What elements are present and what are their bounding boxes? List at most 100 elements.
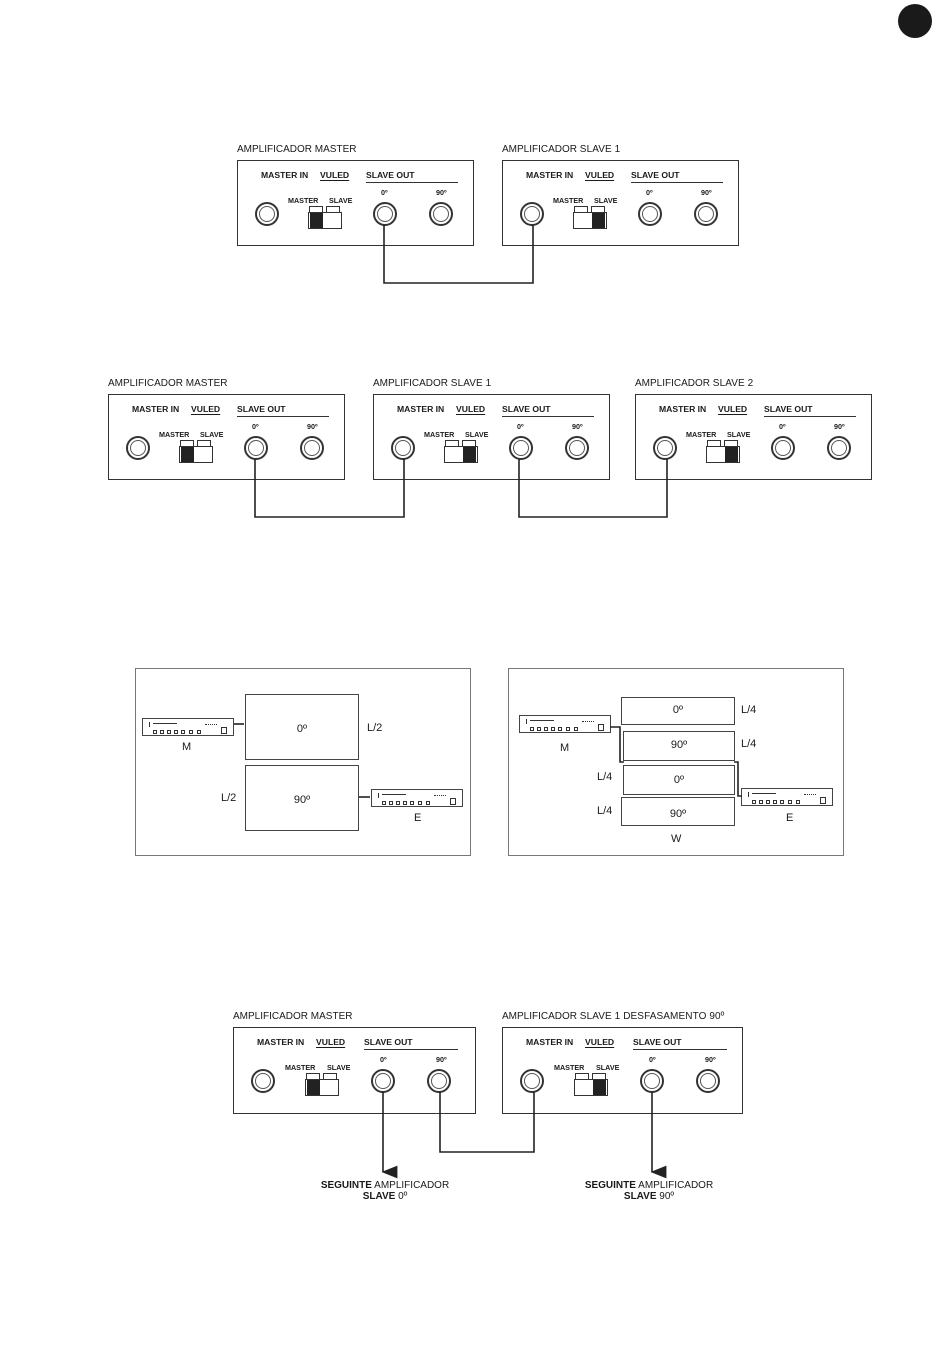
sw-slave-label: SLAVE [727, 430, 751, 439]
master-slave-switch[interactable] [305, 1079, 339, 1096]
slave1-phase-title: AMPLIFICADOR SLAVE 1 DESFASAMENTO 90º [502, 1011, 725, 1022]
master-in-jack[interactable] [251, 1069, 275, 1093]
vuled-label: VULED [718, 404, 748, 414]
master-in-jack[interactable] [653, 436, 677, 460]
next-amp-note-90: SEGUINTE AMPLIFICADOR SLAVE 90º [584, 1180, 714, 1202]
slave-out-90-jack[interactable] [694, 202, 718, 226]
master-in-label: MASTER IN [526, 170, 574, 180]
slave-out-label: SLAVE OUT [633, 1037, 682, 1047]
master-in-label: MASTER IN [526, 1037, 574, 1047]
length-label: L/4 [741, 704, 757, 716]
sw-master-label: MASTER [285, 1063, 316, 1072]
slave-out-90-jack[interactable] [827, 436, 851, 460]
master-in-label: MASTER IN [659, 404, 707, 414]
layout-right: 0º 90º 0º 90º L/4 L/4 L/4 L/4 M E W [508, 668, 844, 856]
master-in-jack[interactable] [520, 1069, 544, 1093]
amp-label-m: M [560, 742, 570, 754]
length-label: L/2 [221, 792, 237, 804]
slave-out-0-jack[interactable] [509, 436, 533, 460]
slave-out-label: SLAVE OUT [366, 170, 415, 180]
slave-out-label: SLAVE OUT [502, 404, 551, 414]
speaker-box-90: 90º [245, 765, 359, 831]
slave-out-0-jack[interactable] [771, 436, 795, 460]
sw-master-label: MASTER [686, 430, 717, 439]
amplifier-icon [142, 718, 234, 736]
master-in-jack[interactable] [391, 436, 415, 460]
master-in-label: MASTER IN [397, 404, 445, 414]
slave-out-label: SLAVE OUT [237, 404, 286, 414]
master-in-jack[interactable] [520, 202, 544, 226]
slave1-panel: MASTER IN VULED SLAVE OUT 0º 90º MASTER … [502, 160, 739, 246]
slave-out-label: SLAVE OUT [764, 404, 813, 414]
cable [518, 459, 668, 518]
master-slave-switch[interactable] [706, 446, 740, 463]
sw-slave-label: SLAVE [465, 430, 489, 439]
master-panel: MASTER IN VULED SLAVE OUT 0º 90º MASTER … [108, 394, 345, 480]
ninety-label: 90º [705, 1055, 716, 1064]
slave-out-0-jack[interactable] [638, 202, 662, 226]
zero-label: 0º [252, 422, 259, 431]
master-slave-switch[interactable] [573, 212, 607, 229]
slave-out-90-jack[interactable] [429, 202, 453, 226]
slave1-title: AMPLIFICADOR SLAVE 1 [373, 378, 492, 389]
slave-out-90-jack[interactable] [696, 1069, 720, 1093]
length-label: L/2 [367, 722, 383, 734]
slave2-title: AMPLIFICADOR SLAVE 2 [635, 378, 754, 389]
length-label: L/4 [741, 738, 757, 750]
speaker-box-0: 0º [623, 765, 735, 795]
master-slave-switch[interactable] [179, 446, 213, 463]
zero-label: 0º [381, 188, 388, 197]
sw-master-label: MASTER [159, 430, 190, 439]
cable [383, 225, 534, 284]
length-label: L/4 [597, 771, 613, 783]
master-title: AMPLIFICADOR MASTER [237, 144, 357, 155]
vuled-label: VULED [456, 404, 486, 414]
vuled-label: VULED [316, 1037, 346, 1047]
zero-label: 0º [779, 422, 786, 431]
sw-master-label: MASTER [424, 430, 455, 439]
master-slave-switch[interactable] [574, 1079, 608, 1096]
vuled-label: VULED [191, 404, 221, 414]
sw-slave-label: SLAVE [200, 430, 224, 439]
sw-slave-label: SLAVE [596, 1063, 620, 1072]
slave-out-90-jack[interactable] [300, 436, 324, 460]
layout-left: 0º 90º L/2 L/2 M E [135, 668, 471, 856]
slave-out-label: SLAVE OUT [364, 1037, 413, 1047]
ninety-label: 90º [307, 422, 318, 431]
zero-label: 0º [517, 422, 524, 431]
master-slave-switch[interactable] [444, 446, 478, 463]
master-panel: MASTER IN VULED SLAVE OUT 0º 90º MASTER … [233, 1027, 476, 1114]
master-in-jack[interactable] [255, 202, 279, 226]
cable [734, 761, 742, 797]
slave-out-0-jack[interactable] [373, 202, 397, 226]
slave-out-0-jack[interactable] [244, 436, 268, 460]
slave1-panel: MASTER IN VULED SLAVE OUT 0º 90º MASTER … [373, 394, 610, 480]
amp-label-e: E [414, 812, 422, 824]
sw-master-label: MASTER [553, 196, 584, 205]
zero-label: 0º [646, 188, 653, 197]
vuled-label: VULED [585, 170, 615, 180]
slave-out-0-jack[interactable] [371, 1069, 395, 1093]
page-marker [898, 4, 932, 38]
master-title: AMPLIFICADOR MASTER [108, 378, 228, 389]
sw-slave-label: SLAVE [327, 1063, 351, 1072]
sw-master-label: MASTER [554, 1063, 585, 1072]
length-label: L/4 [597, 805, 613, 817]
vuled-label: VULED [320, 170, 350, 180]
slave1-title: AMPLIFICADOR SLAVE 1 [502, 144, 621, 155]
sw-slave-label: SLAVE [329, 196, 353, 205]
ninety-label: 90º [572, 422, 583, 431]
amp-label-m: M [182, 741, 192, 753]
speaker-box-90: 90º [621, 797, 735, 826]
master-in-label: MASTER IN [257, 1037, 305, 1047]
slave-out-90-jack[interactable] [427, 1069, 451, 1093]
vuled-label: VULED [585, 1037, 615, 1047]
master-slave-switch[interactable] [308, 212, 342, 229]
master-title: AMPLIFICADOR MASTER [233, 1011, 353, 1022]
speaker-box-90: 90º [623, 731, 735, 761]
amplifier-icon [371, 789, 463, 807]
sw-slave-label: SLAVE [594, 196, 618, 205]
master-in-label: MASTER IN [261, 170, 309, 180]
slave-out-90-jack[interactable] [565, 436, 589, 460]
master-in-jack[interactable] [126, 436, 150, 460]
